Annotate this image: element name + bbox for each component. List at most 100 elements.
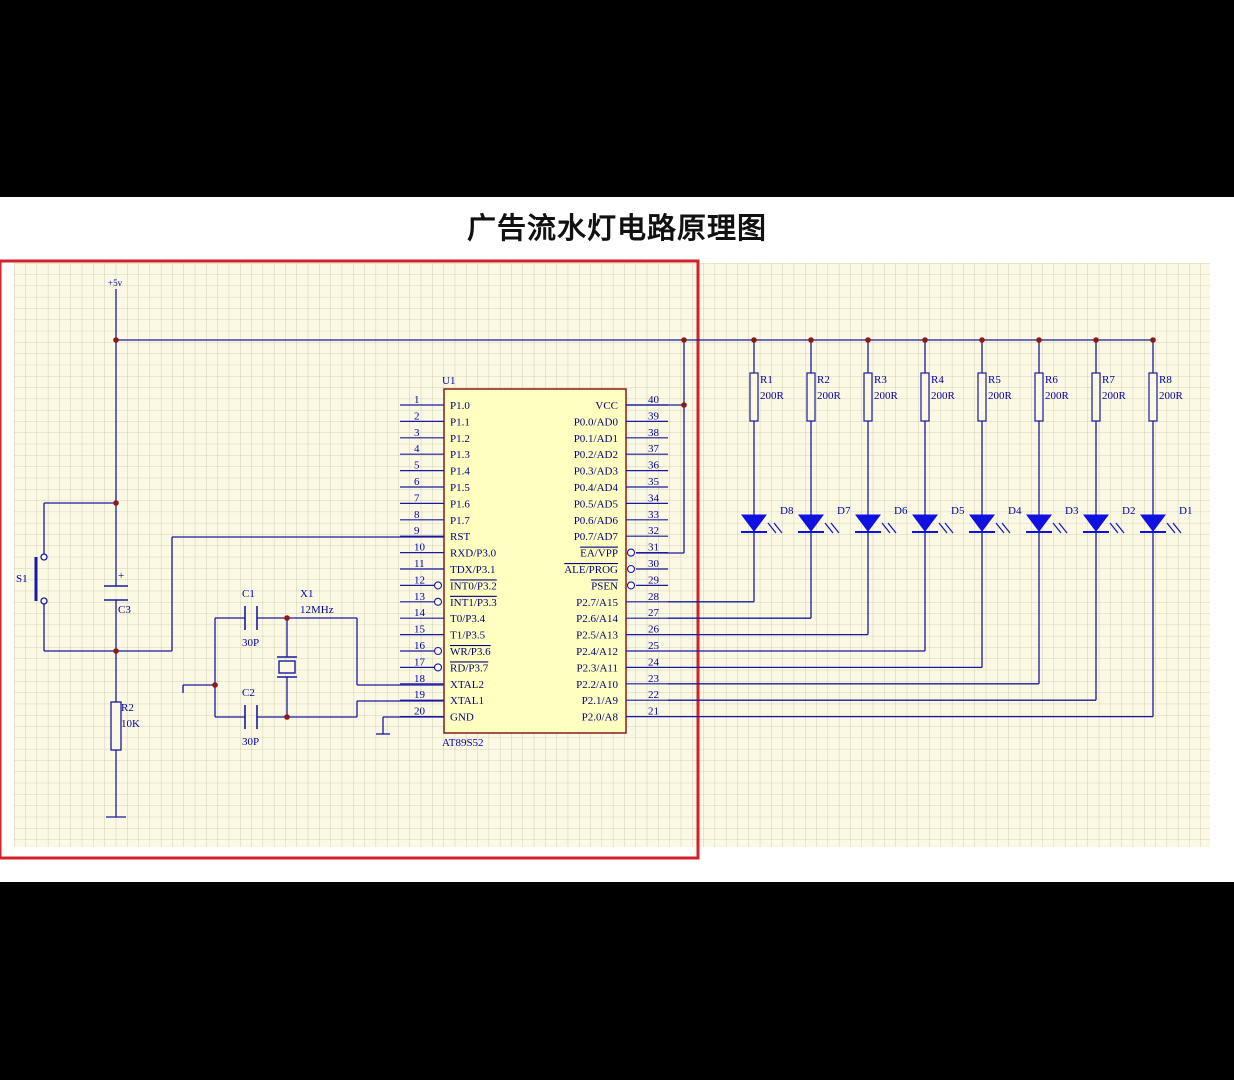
pin-bubble — [433, 581, 443, 590]
pin-number: 31 — [648, 542, 659, 554]
pin-number: 1 — [414, 394, 420, 406]
led-arrow — [944, 522, 954, 534]
capacitor-c3 — [104, 585, 128, 601]
resistor-r2-reset — [110, 701, 122, 751]
pin-name: T1/P3.5 — [450, 630, 486, 642]
pin-number: 27 — [648, 607, 660, 619]
pin-number: 28 — [648, 591, 660, 603]
c2-value: 30P — [242, 736, 259, 748]
led-arrow — [773, 522, 783, 534]
pin-bubble — [433, 597, 443, 606]
resistor — [1148, 372, 1158, 422]
led-arrow — [767, 522, 777, 534]
pin-bubble — [433, 646, 443, 656]
pin-number: 34 — [648, 492, 660, 504]
pin-name: P1.3 — [450, 449, 470, 461]
c3-plus-label: + — [118, 570, 124, 582]
resistor-value: 200R — [1045, 390, 1070, 402]
pin-number: 30 — [648, 558, 660, 570]
junction-dot — [922, 337, 928, 343]
pin-number: 18 — [414, 673, 426, 685]
junction-dot — [979, 337, 985, 343]
reset-switch — [34, 553, 48, 605]
pin-number: 26 — [648, 624, 660, 636]
led-label: D6 — [894, 505, 908, 517]
led-arrow — [830, 522, 840, 534]
led-arrow — [938, 522, 948, 534]
pin-number: 20 — [414, 706, 426, 718]
pin-name: P0.1/AD1 — [574, 433, 618, 445]
led-chain: R3 200R D6 — [668, 340, 908, 636]
pin-number: 3 — [414, 427, 420, 439]
led-arrow — [881, 522, 891, 534]
led-arrow — [1172, 522, 1182, 534]
pin-number: 12 — [414, 574, 425, 586]
led-arrow — [1001, 522, 1011, 534]
led-arrow — [1109, 522, 1119, 534]
crystal-label: X1 — [300, 588, 313, 600]
led-arrow — [1052, 522, 1062, 534]
pin-number: 39 — [648, 410, 660, 422]
pin-name: XTAL2 — [450, 679, 484, 691]
pin-number: 29 — [648, 574, 660, 586]
capacitor-c1 — [244, 606, 258, 630]
pin-name: RST — [450, 531, 470, 543]
pin-name: WR/P3.6 — [450, 646, 491, 658]
pin-name: RD/P3.7 — [450, 662, 489, 674]
pin-name: RXD/P3.0 — [450, 548, 497, 560]
pin-number: 7 — [414, 492, 420, 504]
pin-name: PSEN — [591, 580, 618, 592]
junctions — [113, 337, 1156, 720]
led-arrow — [1166, 522, 1176, 534]
c3-label: C3 — [118, 604, 131, 616]
pin-name: P0.6/AD6 — [574, 515, 619, 527]
pin-number: 10 — [414, 542, 426, 554]
led-label: D4 — [1008, 505, 1022, 517]
led-chain: R5 200R D4 — [668, 340, 1022, 669]
led-arrow — [887, 522, 897, 534]
resistor — [977, 372, 987, 422]
pin-name: P1.1 — [450, 416, 470, 428]
resistor-ref: R3 — [874, 374, 887, 386]
resistor-ref: R8 — [1159, 374, 1172, 386]
chip-part-label: AT89S52 — [442, 737, 484, 749]
highlight-box — [0, 259, 700, 860]
pin-name: P2.4/A12 — [576, 646, 618, 658]
pin-name: P1.7 — [450, 515, 470, 527]
crystal-value: 12MHz — [300, 604, 334, 616]
slide: 广告流水灯电路原理图 — [0, 197, 1234, 882]
pin-name: P2.6/A14 — [576, 613, 618, 625]
led-arrow — [1115, 522, 1125, 534]
led-triangle — [969, 514, 995, 532]
resistor — [749, 372, 759, 422]
pin-name: INT0/P3.2 — [450, 580, 497, 592]
chip-ref-label: U1 — [442, 375, 455, 387]
pin-bubble — [626, 548, 636, 557]
pin-number: 17 — [414, 656, 426, 668]
pin-name: P0.0/AD0 — [574, 416, 619, 428]
resistor-ref: R4 — [931, 374, 944, 386]
pin-name: P2.2/A10 — [576, 679, 618, 691]
pin-name: P1.4 — [450, 466, 470, 478]
page-title: 广告流水灯电路原理图 — [466, 211, 767, 245]
resistor-value: 200R — [874, 390, 899, 402]
junction-dot — [865, 337, 871, 343]
pin-name: GND — [450, 712, 474, 724]
led-chain: R8 200R D1 — [668, 340, 1192, 718]
pin-name: P0.4/AD4 — [574, 482, 619, 494]
junction-dot — [808, 337, 814, 343]
resistor — [1034, 372, 1044, 422]
led-label: D1 — [1179, 505, 1192, 517]
pin-bubble — [626, 581, 636, 590]
resistor-ref: R5 — [988, 374, 1001, 386]
pin-name: P2.3/A11 — [577, 662, 618, 674]
junction-dot — [1150, 337, 1156, 343]
resistor-value: 200R — [1159, 390, 1184, 402]
